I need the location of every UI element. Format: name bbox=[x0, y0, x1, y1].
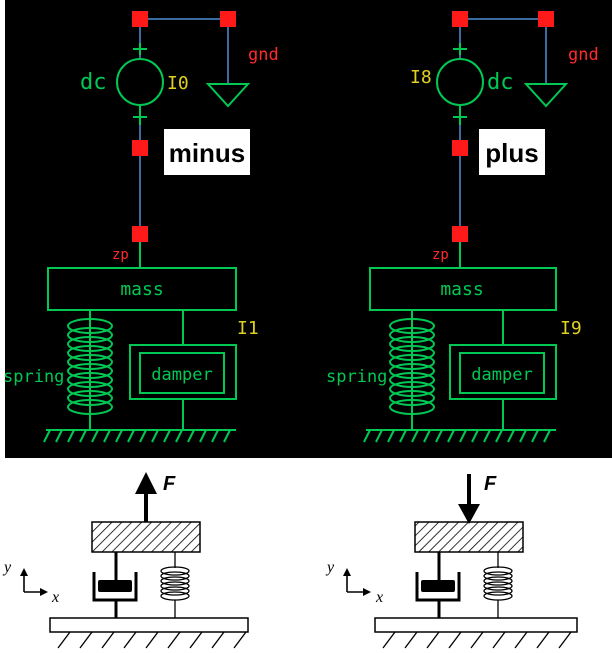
ground-symbol-left bbox=[205, 83, 251, 108]
axes-icon-left bbox=[20, 568, 48, 596]
left-schematic: dc I0 gnd minus zp mass I1 bbox=[3, 11, 279, 443]
instance-label-source-right: I8 bbox=[410, 67, 432, 88]
force-label-right: F bbox=[484, 473, 497, 495]
force-label-left: F bbox=[163, 473, 176, 495]
right-mechanical-model: F bbox=[325, 473, 578, 649]
damper-label-left: damper bbox=[151, 365, 212, 385]
damper-icon-left bbox=[92, 552, 138, 618]
spring-label-left: spring bbox=[3, 367, 64, 387]
spring-icon-right bbox=[483, 552, 513, 618]
tag-box-left bbox=[164, 129, 250, 175]
source-label-left: dc bbox=[80, 70, 107, 95]
ground-hatch-model-left bbox=[57, 631, 247, 649]
axes-icon-right bbox=[343, 568, 371, 596]
dc-source-left bbox=[116, 43, 164, 125]
net-label-left: zp bbox=[112, 247, 129, 263]
tag-box-right bbox=[479, 129, 545, 175]
gnd-label-right: gnd bbox=[568, 45, 599, 65]
spring-right bbox=[389, 316, 435, 430]
tag-label-left: minus bbox=[169, 138, 246, 168]
ground-hatch-model-right bbox=[382, 631, 572, 649]
damper-right bbox=[449, 344, 557, 430]
axis-x-label-left: x bbox=[51, 589, 59, 606]
gnd-label-left: gnd bbox=[248, 45, 279, 65]
hatched-mass-left bbox=[91, 521, 201, 553]
damper-label-right: damper bbox=[471, 365, 532, 385]
spring-label-right: spring bbox=[326, 367, 387, 387]
axis-x-label-right: x bbox=[375, 589, 383, 606]
force-arrow-down-icon bbox=[458, 474, 480, 524]
left-mechanical-model: F bbox=[2, 472, 249, 649]
pins-right bbox=[452, 11, 554, 242]
mass-label-right: mass bbox=[440, 279, 483, 300]
ground-plate-left bbox=[49, 617, 249, 633]
spring-icon-left bbox=[160, 552, 190, 618]
ground-hatch-left bbox=[43, 429, 236, 443]
ground-hatch-right bbox=[363, 429, 556, 443]
mass-label-left: mass bbox=[120, 279, 163, 300]
damper-icon-right bbox=[415, 552, 461, 618]
schematic-background bbox=[5, 0, 612, 458]
instance-label-source-left: I0 bbox=[167, 73, 189, 94]
mass-block-left bbox=[47, 242, 237, 345]
instance-label-body-right: I9 bbox=[560, 318, 582, 339]
instance-label-body-left: I1 bbox=[237, 318, 259, 339]
tag-label-right: plus bbox=[485, 138, 538, 168]
damper-left bbox=[129, 344, 237, 430]
axis-y-label-right: y bbox=[325, 559, 335, 576]
pins-left bbox=[132, 11, 236, 242]
ground-symbol-right bbox=[523, 83, 569, 108]
net-label-right: zp bbox=[432, 247, 449, 263]
dc-source-right bbox=[436, 43, 484, 125]
right-schematic: dc I8 gnd plus zp mass I9 bbox=[326, 11, 599, 443]
axis-y-label-left: y bbox=[2, 559, 12, 576]
hatched-mass-right bbox=[414, 521, 524, 553]
ground-plate-right bbox=[374, 617, 578, 633]
source-label-right: dc bbox=[487, 70, 514, 95]
force-arrow-up-icon bbox=[135, 472, 157, 522]
spring-left bbox=[67, 316, 113, 430]
